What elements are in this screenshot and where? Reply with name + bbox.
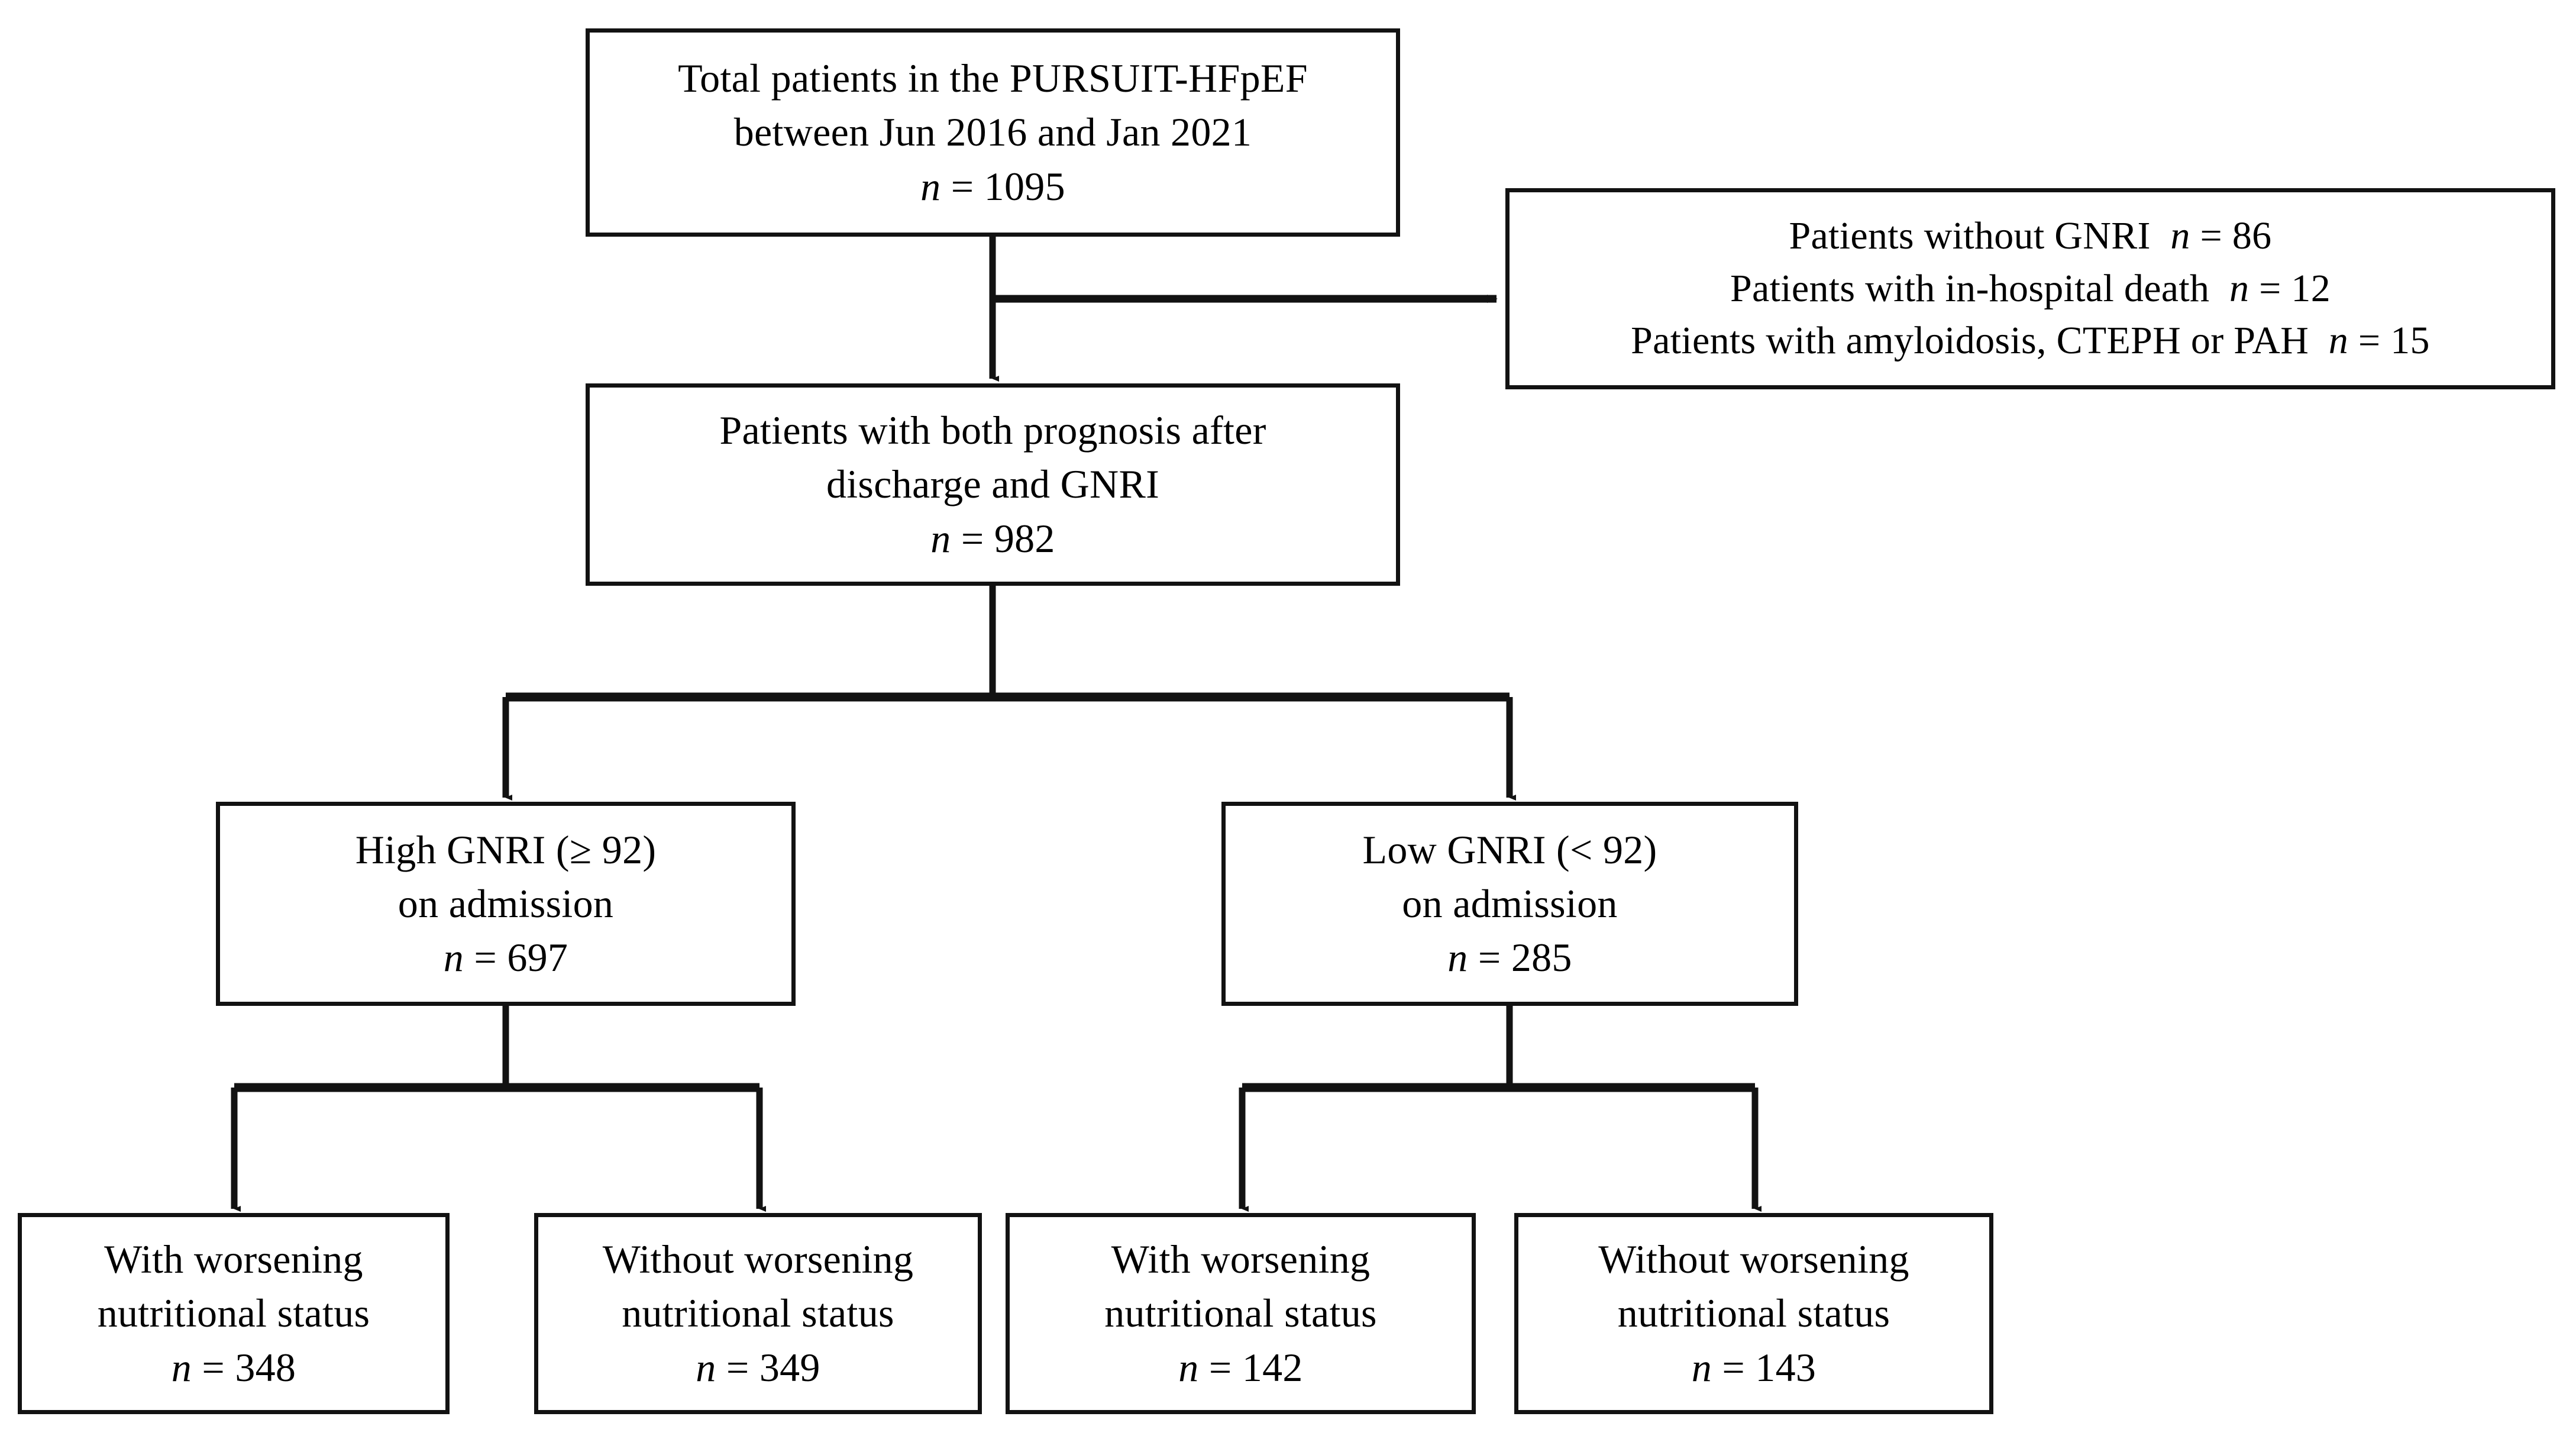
node-hg-with-line1: With worsening <box>104 1237 363 1282</box>
excluded-line2-text: Patients with in-hospital death <box>1730 266 2210 310</box>
node-eligible-line1: Patients with both prognosis after <box>719 408 1266 453</box>
n-equals: = <box>1468 935 1511 980</box>
n-value: 15 <box>2390 319 2430 363</box>
node-hg-with-count: n = 348 <box>172 1341 296 1395</box>
n-value: 697 <box>507 935 568 980</box>
node-excluded-line3: Patients with amyloidosis, CTEPH or PAH … <box>1631 315 2430 367</box>
n-symbol: n <box>1178 1344 1199 1390</box>
node-total-patients: Total patients in the PURSUIT-HFpEF betw… <box>586 28 1400 237</box>
n-equals: = <box>951 515 994 561</box>
node-high-gnri-count: n = 697 <box>444 931 568 985</box>
n-symbol: n <box>696 1344 716 1390</box>
n-symbol: n <box>443 935 464 980</box>
edge-low-gnri-split <box>1239 1006 1761 1212</box>
node-hg-without-count: n = 349 <box>696 1341 820 1395</box>
n-value: 285 <box>1511 935 1572 980</box>
n-equals: = <box>192 1344 235 1390</box>
n-value: 143 <box>1755 1344 1817 1390</box>
excluded-line3-text: Patients with amyloidosis, CTEPH or PAH <box>1631 319 2309 363</box>
node-excluded-patients: Patients without GNRI n = 86 Patients wi… <box>1505 188 2555 389</box>
node-high-gnri-group: High GNRI (≥ 92) on admission n = 697 <box>216 802 796 1006</box>
n-value: 349 <box>759 1344 820 1390</box>
node-lg-without-line1: Without worsening <box>1598 1237 1909 1282</box>
node-total-count: n = 1095 <box>920 160 1065 214</box>
node-eligible-line2: discharge and GNRI <box>826 462 1160 507</box>
node-hg-without-line2: nutritional status <box>622 1290 894 1336</box>
node-excluded-line2: Patients with in-hospital death n = 12 <box>1730 263 2331 315</box>
node-hg-with-line2: nutritional status <box>97 1290 370 1336</box>
node-hg-without-line1: Without worsening <box>602 1237 914 1282</box>
excluded-line1-text: Patients without GNRI <box>1789 214 2151 258</box>
n-symbol: n <box>920 163 941 209</box>
n-symbol: n <box>930 515 951 561</box>
node-low-gnri-group: Low GNRI (< 92) on admission n = 285 <box>1221 802 1798 1006</box>
edge-eligible-split <box>502 586 1516 801</box>
node-low-gnri-without-worsening: Without worsening nutritional status n =… <box>1514 1213 1993 1414</box>
node-low-gnri-with-worsening: With worsening nutritional status n = 14… <box>1006 1213 1476 1414</box>
n-symbol: n <box>2328 319 2349 363</box>
n-equals: = <box>1198 1344 1242 1390</box>
n-value: 982 <box>994 515 1055 561</box>
n-value: 12 <box>2291 266 2331 310</box>
n-symbol: n <box>1447 935 1468 980</box>
node-total-line2: between Jun 2016 and Jan 2021 <box>733 109 1252 155</box>
n-equals: = <box>464 935 508 980</box>
node-lg-with-line1: With worsening <box>1111 1237 1371 1282</box>
n-equals: = <box>716 1344 759 1390</box>
n-equals: = <box>2249 266 2291 310</box>
node-high-gnri-line1: High GNRI (≥ 92) <box>355 827 657 872</box>
node-high-gnri-line2: on admission <box>397 880 614 926</box>
node-lg-without-line2: nutritional status <box>1617 1290 1890 1336</box>
node-low-gnri-line1: Low GNRI (< 92) <box>1362 827 1657 872</box>
n-value: 1095 <box>984 163 1065 209</box>
n-symbol: n <box>2229 266 2249 310</box>
node-high-gnri-with-worsening: With worsening nutritional status n = 34… <box>18 1213 450 1414</box>
n-symbol: n <box>2170 214 2190 258</box>
node-lg-with-count: n = 142 <box>1178 1341 1302 1395</box>
node-lg-with-line2: nutritional status <box>1104 1290 1377 1336</box>
node-low-gnri-count: n = 285 <box>1447 931 1572 985</box>
node-low-gnri-line2: on admission <box>1402 880 1618 926</box>
n-value: 348 <box>235 1344 296 1390</box>
edge-high-gnri-split <box>231 1006 766 1212</box>
node-total-line1: Total patients in the PURSUIT-HFpEF <box>678 56 1308 101</box>
node-excluded-line1: Patients without GNRI n = 86 <box>1789 210 2272 262</box>
n-symbol: n <box>171 1344 192 1390</box>
node-eligible-patients: Patients with both prognosis after disch… <box>586 383 1400 586</box>
n-value: 142 <box>1242 1344 1303 1390</box>
n-equals: = <box>2348 319 2391 363</box>
n-equals: = <box>940 163 984 209</box>
n-symbol: n <box>1691 1344 1712 1390</box>
node-high-gnri-without-worsening: Without worsening nutritional status n =… <box>534 1213 982 1414</box>
n-equals: = <box>2190 214 2232 258</box>
node-eligible-count: n = 982 <box>930 512 1055 566</box>
n-value: 86 <box>2232 214 2272 258</box>
node-lg-without-count: n = 143 <box>1692 1341 1816 1395</box>
n-equals: = <box>1712 1344 1756 1390</box>
